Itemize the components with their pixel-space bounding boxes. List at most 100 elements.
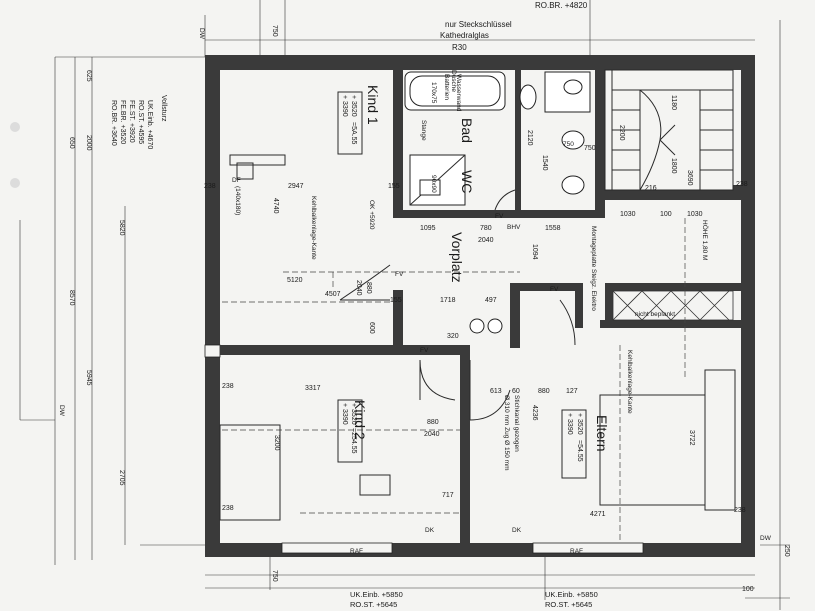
note-duschwanne: 90x90 — [430, 175, 437, 193]
legend-title: Vollsturz — [160, 95, 167, 122]
dim-60: 60 — [512, 388, 520, 395]
kind1-box-line-1: + 3520 — [350, 95, 357, 117]
eltern-box-line-1: + 3520 — [576, 413, 583, 435]
room-kind2: Kind 2 — [352, 400, 368, 440]
note-wasserwand: Wasserwand — [455, 74, 462, 112]
tag-dw-top: DW — [198, 28, 205, 40]
bottom-ukeinb-b: UK.Einb. +5850 — [545, 590, 598, 599]
dim-2000: 2000 — [85, 135, 92, 151]
tag-dk-1: DK — [425, 527, 435, 534]
legend-line-3: FE.ST. +3920 — [128, 100, 135, 143]
bottom-rost-b: RO.ST. +5645 — [545, 600, 592, 609]
dim-238e: 238 — [734, 507, 746, 514]
dim-650: 650 — [68, 137, 75, 149]
dim-3317: 3317 — [305, 385, 321, 392]
legend-line-1: UK.Einb. +4670 — [146, 100, 153, 149]
room-bad: Bad — [459, 118, 475, 143]
dashed-lines — [222, 218, 686, 540]
dim-238a: 238 — [204, 183, 216, 190]
eltern-area-box: + 3520 + 3390 =54.55 — [561, 409, 587, 479]
dimension-numbers: 625 650 2000 5820 8570 5945 2705 238 238… — [68, 25, 790, 593]
bottom-annotations: UK.Einb. +5850 RO.ST. +5645 UK.Einb. +58… — [350, 590, 598, 609]
dim-238c: 238 — [222, 505, 234, 512]
dim-238b: 238 — [222, 383, 234, 390]
dim-4236: 4236 — [531, 405, 538, 421]
dim-780: 780 — [480, 225, 492, 232]
dim-717: 717 — [442, 492, 454, 499]
dim-1094: 1094 — [531, 244, 538, 260]
kind1-box-line-3: =5A.55 — [350, 122, 357, 144]
header-robr: RO.BR. +4820 — [535, 1, 588, 10]
hatched-area — [612, 290, 734, 321]
dim-8570: 8570 — [68, 290, 75, 306]
room-vorplatz: Vorplatz — [449, 232, 465, 283]
dim-880c: 880 — [427, 419, 439, 426]
dim-155a: 155 — [388, 183, 400, 190]
kind1-area-box: + 3520 + 3390 =5A.55 — [337, 91, 363, 155]
tag-fv-3: FV — [420, 347, 429, 354]
dim-100b: 100 — [742, 586, 754, 593]
dim-625: 625 — [85, 70, 92, 82]
tag-dw-right: DW — [760, 535, 772, 542]
dim-2040b: 2040 — [355, 280, 362, 296]
eltern-box-line-2: + 3390 — [566, 413, 573, 435]
note-batterien: Batterien — [443, 74, 450, 100]
dim-2200: 2200 — [618, 125, 625, 141]
note-dusche: Dusche — [450, 70, 457, 92]
tag-fv-1: FV — [495, 213, 504, 220]
dim-1095: 1095 — [420, 225, 436, 232]
note-montage: Montageplatte Steigz. Elektro — [590, 226, 597, 311]
interior-walls — [220, 68, 741, 545]
kind1-box-line-2: + 3390 — [341, 95, 348, 117]
kind2-box-line-1: + 3520 — [350, 403, 357, 425]
dim-880a: 880 — [365, 282, 372, 294]
dim-1030b: 1030 — [687, 211, 703, 218]
dim-613: 613 — [490, 388, 502, 395]
dim-1030a: 1030 — [620, 211, 636, 218]
dim-750c: 750 — [584, 145, 596, 152]
tag-ok: OK +5920 — [368, 200, 375, 230]
dim-1718: 1718 — [440, 297, 456, 304]
dim-155b: 155 — [390, 297, 402, 304]
tag-hoehe: HÖHE 1,80 M — [701, 220, 709, 260]
dim-1540: 1540 — [541, 155, 548, 171]
note-stichkanal-size: Ø 310 mm Zug Ø 150 mm — [503, 395, 510, 471]
dim-5945: 5945 — [85, 370, 92, 386]
left-legend: Vollsturz UK.Einb. +4670 RO.ST. +4595 FE… — [110, 95, 167, 149]
dim-1800: 1800 — [670, 158, 677, 174]
tag-fv-2: FV — [395, 271, 404, 278]
door-swings — [339, 189, 576, 421]
punch-holes — [10, 122, 20, 188]
dim-2040a: 2040 — [478, 237, 494, 244]
notes: Kehlbalkenlage-Kante Kehlbalkenlage-Kant… — [310, 70, 633, 471]
dim-497: 497 — [485, 297, 497, 304]
dim-216: 216 — [645, 185, 657, 192]
dim-250: 250 — [783, 545, 790, 557]
tag-dw-left: DW — [58, 405, 65, 417]
legend-line-2: RO.ST. +4595 — [137, 100, 144, 144]
room-labels: Kind 1 Bad WC Vorplatz Kind 2 Eltern — [352, 85, 610, 452]
tag-df-size: (140x180) — [234, 186, 241, 215]
dim-1558: 1558 — [545, 225, 561, 232]
tag-dk-2: DK — [512, 527, 522, 534]
dim-4271: 4271 — [590, 511, 606, 518]
kind2-box-line-2: + 3390 — [341, 403, 348, 425]
note-stichkanal: Stichkanal gezogen — [513, 395, 520, 452]
note-kehlbalken-right: Kehlbalkenlage-Kante — [626, 350, 633, 414]
bottom-rost-a: RO.ST. +5645 — [350, 600, 397, 609]
note-wanne: 170x75 — [430, 82, 437, 104]
eltern-box-line-3: =54.55 — [576, 440, 583, 462]
tag-fv-4: FV — [550, 286, 559, 293]
header-annotations: RO.BR. +4820 nur Steckschlüssel Kathedra… — [440, 1, 588, 52]
note-kehlbalken-left: Kehlbalkenlage-Kante — [310, 196, 317, 260]
dim-100a: 100 — [660, 211, 672, 218]
dim-4740: 4740 — [272, 198, 279, 214]
staircase — [604, 69, 734, 191]
dim-3200: 3200 — [273, 435, 280, 451]
dim-750b: 750 — [271, 570, 278, 582]
dim-880b: 880 — [538, 388, 550, 395]
dim-2947: 2947 — [288, 183, 304, 190]
legend-line-4: FE.BR. +3520 — [119, 100, 126, 144]
tags: FV BHV FV FV FV DW DW DW DK DK RAF RAF D… — [58, 28, 772, 555]
